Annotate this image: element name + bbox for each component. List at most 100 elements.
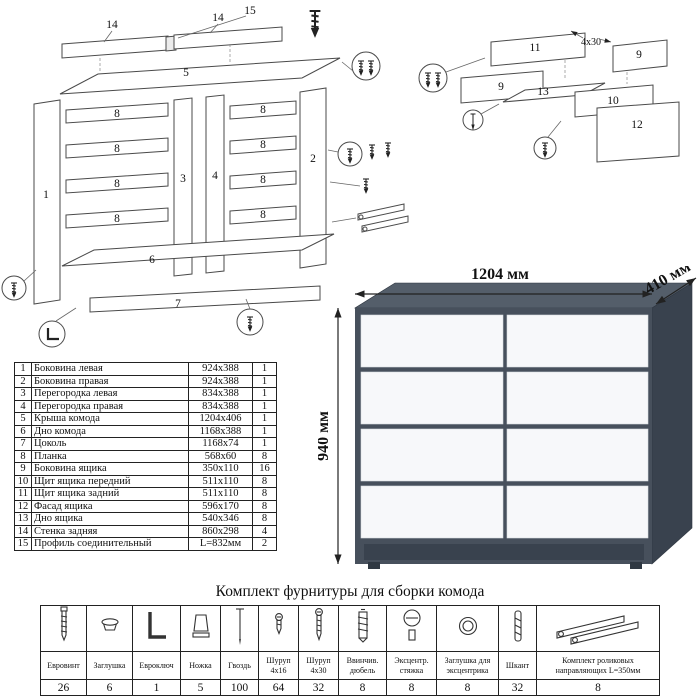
part-name: Цоколь: [31, 437, 189, 451]
drawer-back-panel-shape: [490, 32, 586, 67]
parts-table-row: 10 Щит ящика передний 511x110 8: [14, 474, 277, 488]
part-number: 13: [14, 512, 32, 526]
part-label-9: 9: [636, 49, 642, 61]
part-name: Дно комода: [31, 424, 189, 438]
chest-body: [353, 282, 694, 569]
zaglushka-excentrika-qty: 8: [436, 679, 499, 696]
part-qty: 8: [252, 499, 277, 513]
slats-group: 8 8 8 8 8 8 8 8: [65, 100, 297, 229]
screw-4x30-icon: [298, 605, 339, 652]
hardware-kit-title: Комплект фурнитуры для сборки комода: [215, 583, 485, 600]
back-panel-right-shape: [173, 26, 283, 50]
part-label-9: 9: [498, 81, 504, 93]
part-name: Крыша комода: [31, 412, 189, 426]
nozhka-qty: 5: [180, 679, 221, 696]
part-number: 2: [14, 374, 32, 388]
parts-table-row: 8 Планка 568x60 8: [14, 449, 277, 463]
part-name: Фасад ящика: [31, 499, 189, 513]
part-label-3: 3: [180, 173, 186, 185]
cam-lock-icon: [386, 605, 437, 652]
drawer-facade-shape: [596, 101, 680, 163]
parts-table: 1 Боковина левая 924x388 1 2 Боковина пр…: [14, 362, 277, 551]
part-number: 6: [14, 424, 32, 438]
screws-callout-icon: [351, 51, 381, 81]
part-size: 924x388: [188, 374, 253, 388]
chest-foot: [630, 562, 642, 569]
excentrik-qty: 8: [386, 679, 437, 696]
roller-guides-icon: [536, 605, 660, 652]
product-render: 1204 мм 410 мм 940 мм: [318, 266, 697, 569]
parts-table-row: 12 Фасад ящика 596x170 8: [14, 499, 277, 513]
fastener-size-label: 4x30: [581, 37, 601, 48]
shurup-4x16-qty: 64: [258, 679, 299, 696]
parts-table-row: 11 Щит ящика задний 511x110 8: [14, 487, 277, 501]
zaglushka-qty: 6: [86, 679, 133, 696]
shurup-4x16-name: Шуруп 4x16: [258, 651, 299, 680]
part-qty: 1: [252, 424, 277, 438]
part-label-15: 15: [244, 5, 256, 17]
top-panel-shape: [59, 57, 341, 95]
part-qty: 1: [252, 374, 277, 388]
part-qty: 1: [252, 387, 277, 401]
eurovint-name: Евровинт: [40, 651, 87, 680]
part-size: 1168x388: [188, 424, 253, 438]
part-label-8: 8: [114, 178, 120, 190]
confirmat-screw-icon: [40, 605, 87, 652]
hardware-table: Евровинт Заглушка Евроключ Ножка Гвоздь …: [40, 605, 660, 696]
partition-right-shape: [205, 94, 225, 274]
shkant-qty: 32: [498, 679, 537, 696]
parts-table-row: 2 Боковина правая 924x388 1: [14, 374, 277, 388]
part-label-14a: 14: [106, 19, 118, 31]
part-qty: 8: [252, 512, 277, 526]
part-qty: 1: [252, 362, 277, 376]
part-label-8: 8: [114, 108, 120, 120]
drawer-bottom-shape: [502, 82, 606, 103]
part-qty: 8: [252, 474, 277, 488]
nail-icon: [220, 605, 259, 652]
parts-table-row: 13 Дно ящика 540x346 8: [14, 512, 277, 526]
part-size: 568x60: [188, 449, 253, 463]
part-size: 924x388: [188, 362, 253, 376]
eurokluch-name: Евроключ: [132, 651, 181, 680]
dubel-qty: 8: [338, 679, 387, 696]
chest-foot: [368, 562, 380, 569]
part-size: L=832мм: [188, 537, 253, 551]
parts-table-row: 7 Цоколь 1168x74 1: [14, 437, 277, 451]
parts-table-row: 5 Крыша комода 1204x406 1: [14, 412, 277, 426]
fastener-callouts-group: [1, 10, 409, 348]
hex-key-callout-icon: [38, 320, 66, 348]
back-panel-left-shape: [61, 35, 169, 59]
part-name: Боковина левая: [31, 362, 189, 376]
part-label-10: 10: [607, 95, 619, 107]
eurokluch-qty: 1: [132, 679, 181, 696]
screws-callout-icon: [418, 63, 448, 93]
exploded-carcass-diagram: 14 14 15 5 1 3 4 2 8 8 8: [1, 5, 409, 348]
roller-guide-icon: [331, 203, 409, 233]
part-number: 12: [14, 499, 32, 513]
shkant-name: Шкант: [498, 651, 537, 680]
part-label-11: 11: [529, 42, 540, 54]
left-side-panel-shape: [33, 99, 61, 305]
gvozd-qty: 100: [220, 679, 259, 696]
part-label-8: 8: [260, 139, 266, 151]
height-dimension-label: 940 мм: [318, 411, 332, 461]
part-size: 350x110: [188, 462, 253, 476]
part-number: 10: [14, 474, 32, 488]
part-label-13: 13: [537, 86, 549, 98]
part-name: Боковина правая: [31, 374, 189, 388]
zaglushka-excentrika-name: Заглушка для эксцентрика: [436, 651, 499, 680]
parts-table-row: 9 Боковина ящика 350x110 16: [14, 462, 277, 476]
part-size: 540x346: [188, 512, 253, 526]
chest-top-face: [353, 282, 694, 309]
part-name: Щит ящика передний: [31, 474, 189, 488]
gvozd-name: Гвоздь: [220, 651, 259, 680]
roller-guides-name: Комплект роликовых направляющих L=350мм: [536, 651, 660, 680]
part-number: 5: [14, 412, 32, 426]
shurup-4x30-qty: 32: [298, 679, 339, 696]
part-number: 7: [14, 437, 32, 451]
part-name: Щит ящика задний: [31, 487, 189, 501]
part-number: 15: [14, 537, 32, 551]
part-qty: 16: [252, 462, 277, 476]
parts-table-row: 3 Перегородка левая 834x388 1: [14, 387, 277, 401]
part-size: 834x388: [188, 399, 253, 413]
